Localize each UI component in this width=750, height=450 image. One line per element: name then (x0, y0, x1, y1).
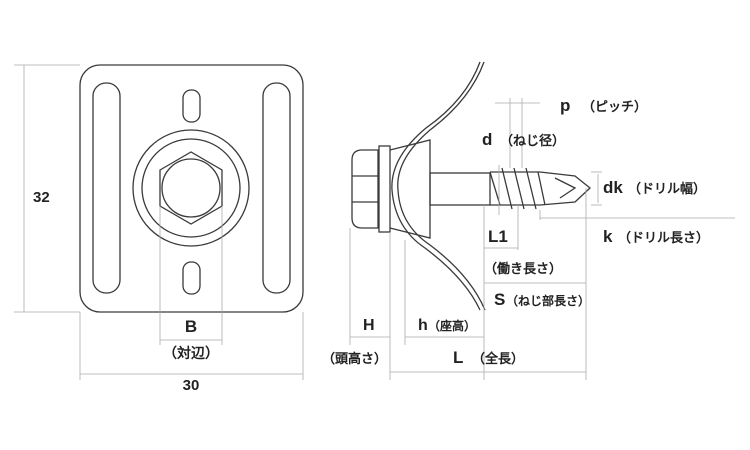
across-flats-label: （対辺） (163, 345, 219, 362)
washer (378, 145, 391, 233)
head-height-symbol: H (363, 317, 375, 334)
drill-length-label: （ドリル長さ） (618, 230, 709, 246)
washer-inner (141, 138, 241, 238)
hex-head (159, 151, 223, 225)
hex-chamfer (161, 158, 221, 218)
shank (429, 172, 491, 206)
plate-outline (79, 64, 304, 313)
working-length-label: （働き長さ） (484, 261, 562, 277)
roof-sheet-inner (391, 61, 481, 311)
left-slot (92, 82, 121, 294)
across-flats-symbol: B (185, 317, 197, 336)
drill-flute (554, 177, 577, 199)
seal-cone (389, 139, 431, 239)
thread-diameter-symbol: d (482, 130, 492, 149)
screw-head (351, 149, 379, 229)
thread-diameter-label: （ねじ径） (500, 133, 565, 149)
total-length-symbol: L (453, 348, 463, 367)
top-slot (182, 89, 201, 123)
screw-side-view (349, 61, 735, 380)
thread-length-symbol: S (494, 290, 505, 309)
total-length-label: （全長） (472, 351, 524, 367)
drill-length-symbol: k (603, 227, 613, 246)
drill-point (539, 171, 591, 206)
working-length-symbol: L1 (488, 227, 508, 246)
bottom-slot (182, 261, 201, 295)
plate-front-view (14, 64, 304, 380)
drill-width-label: （ドリル幅） (628, 181, 706, 197)
right-slot (262, 82, 291, 294)
roof-sheet-outer (397, 61, 486, 311)
washer-outer (132, 129, 250, 247)
thread (489, 167, 546, 210)
drill-width-symbol: dk (603, 178, 623, 197)
pitch-symbol: p (560, 96, 570, 115)
head-height-label: （頭高さ） (322, 351, 387, 367)
pitch-label: （ピッチ） (582, 99, 647, 115)
seat-height-label: （座高） (428, 318, 476, 333)
seat-height-symbol: h (418, 317, 428, 334)
height-value: 32 (33, 189, 50, 206)
width-value: 30 (183, 377, 200, 394)
thread-length-label: （ねじ部長さ） (506, 293, 590, 308)
